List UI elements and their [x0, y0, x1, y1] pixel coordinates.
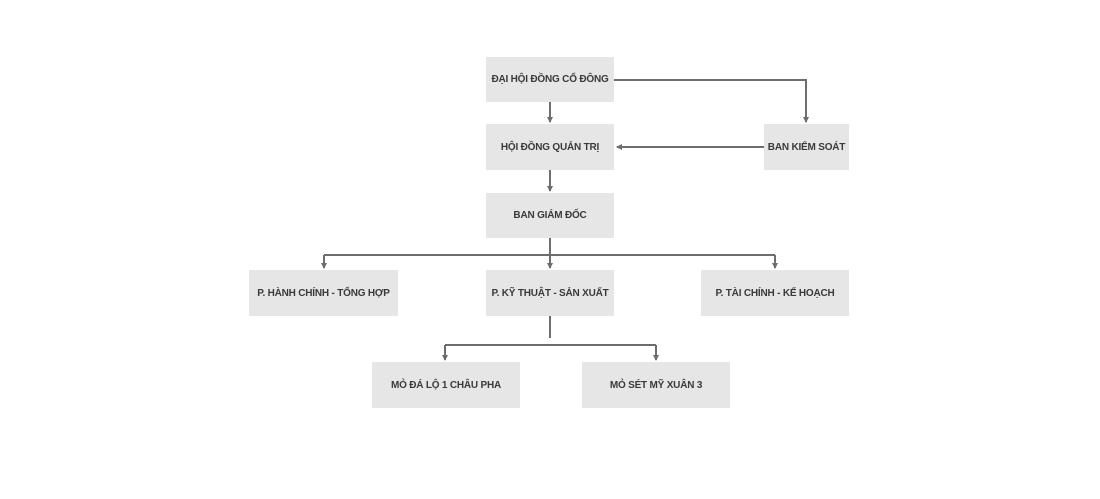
node-board: HỘI ĐỒNG QUẢN TRỊ [486, 124, 614, 170]
line-directors-branch [324, 238, 775, 256]
node-clay-mine: MỎ SÉT MỸ XUÂN 3 [582, 362, 730, 408]
node-label: MỎ ĐÁ LỘ 1 CHÂU PHA [390, 379, 502, 391]
node-label: P. TÀI CHÍNH - KẾ HOẠCH [715, 287, 835, 299]
node-label: MỎ SÉT MỸ XUÂN 3 [609, 379, 703, 391]
node-label: P. HÀNH CHÍNH - TỔNG HỢP [257, 287, 390, 299]
arrow-shareholders-supervisory [614, 79, 809, 123]
node-admin: P. HÀNH CHÍNH - TỔNG HỢP [249, 270, 398, 316]
node-supervisory: BAN KIỂM SOÁT [764, 124, 849, 170]
node-label: BAN KIỂM SOÁT [767, 141, 846, 153]
node-technical: P. KỸ THUẬT - SẢN XUẤT [486, 270, 614, 316]
line-technical-branch [445, 316, 656, 346]
node-label: ĐẠI HỘI ĐỒNG CỔ ĐÔNG [491, 74, 609, 85]
node-label: BAN GIÁM ĐỐC [513, 210, 587, 221]
node-shareholders: ĐẠI HỘI ĐỒNG CỔ ĐÔNG [486, 57, 614, 102]
node-directors: BAN GIÁM ĐỐC [486, 193, 614, 238]
node-finance: P. TÀI CHÍNH - KẾ HOẠCH [701, 270, 849, 316]
node-quarry: MỎ ĐÁ LỘ 1 CHÂU PHA [372, 362, 520, 408]
node-label: HỘI ĐỒNG QUẢN TRỊ [500, 141, 600, 153]
node-label: P. KỸ THUẬT - SẢN XUẤT [491, 287, 609, 299]
